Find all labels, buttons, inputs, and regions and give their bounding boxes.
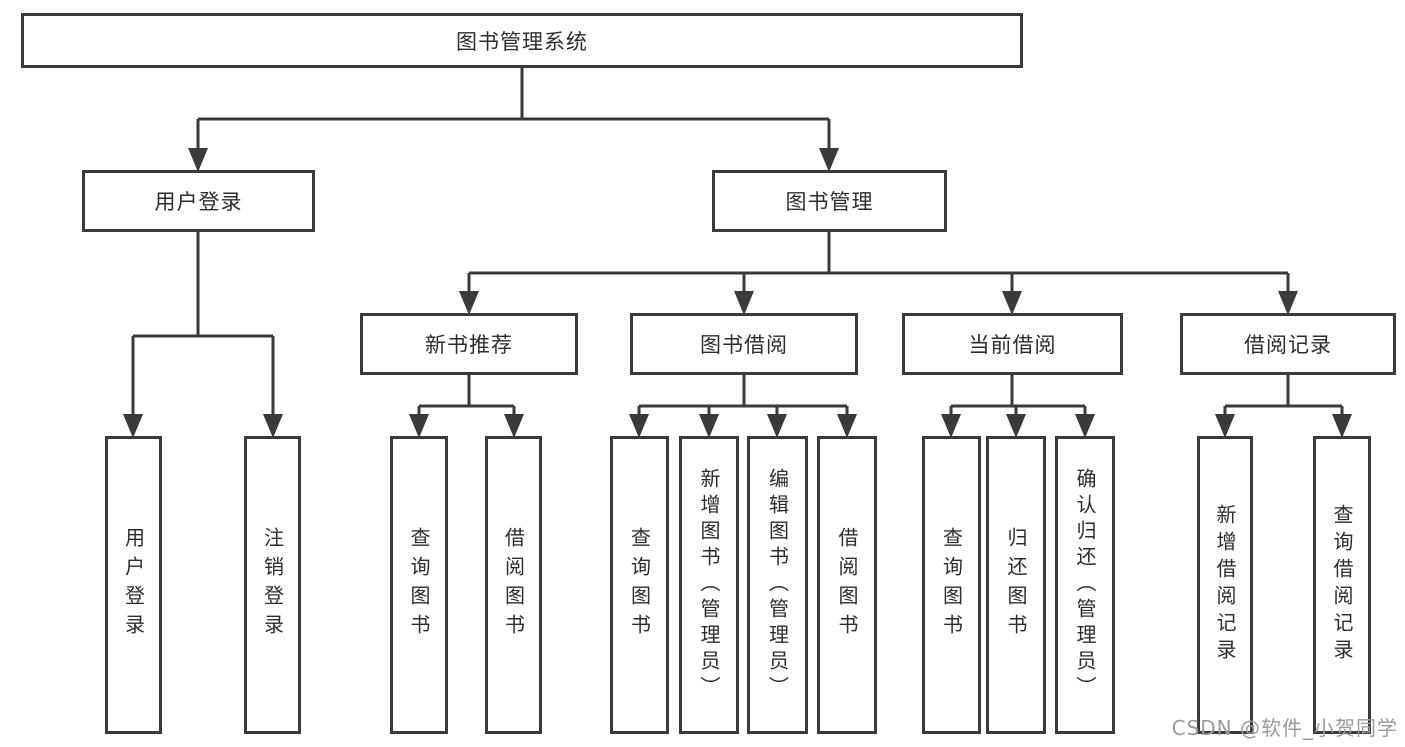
leaf-user-login: 用户登录 [105, 436, 162, 734]
connector-borrow-rec-to-leaves [1223, 375, 1344, 415]
node-current-borrow: 当前借阅 [902, 313, 1123, 375]
leaf-add-borrow-record: 新增借阅记录 [1197, 436, 1253, 734]
connector-new-rec-to-leaves [417, 375, 516, 415]
connector-cur-borrow-to-leaves [949, 375, 1087, 415]
leaf-logout: 注销登录 [244, 436, 301, 734]
leaf-borrow-books-recommend: 借阅图书 [485, 436, 542, 734]
connector-book-mgmt-to-level3 [467, 232, 1290, 292]
leaf-add-books-admin: 新增图书（管理员） [679, 436, 739, 734]
connector-book-borrow-to-leaves [637, 375, 849, 415]
connector-user-login-to-leaves [131, 232, 275, 414]
leaf-query-books-current: 查询图书 [922, 436, 981, 734]
connector-root-to-level2 [196, 68, 831, 150]
node-borrow-records: 借阅记录 [1180, 313, 1396, 375]
leaf-query-books-borrow: 查询图书 [610, 436, 669, 734]
leaf-edit-books-admin: 编辑图书（管理员） [747, 436, 808, 734]
leaf-query-books-recommend: 查询图书 [390, 436, 448, 734]
node-book-borrow: 图书借阅 [630, 313, 858, 375]
node-new-book-recommend: 新书推荐 [360, 313, 578, 375]
leaf-borrow-books: 借阅图书 [817, 436, 877, 734]
node-root-library-system: 图书管理系统 [21, 13, 1023, 68]
leaf-query-borrow-record: 查询借阅记录 [1313, 436, 1371, 734]
node-user-login: 用户登录 [82, 170, 315, 232]
node-book-management: 图书管理 [712, 170, 947, 232]
leaf-return-books: 归还图书 [986, 436, 1046, 734]
leaf-confirm-return-admin: 确认归还（管理员） [1055, 436, 1115, 734]
csdn-watermark: CSDN @软件_小贺同学 [1171, 716, 1398, 740]
arrowheads [123, 148, 1352, 438]
